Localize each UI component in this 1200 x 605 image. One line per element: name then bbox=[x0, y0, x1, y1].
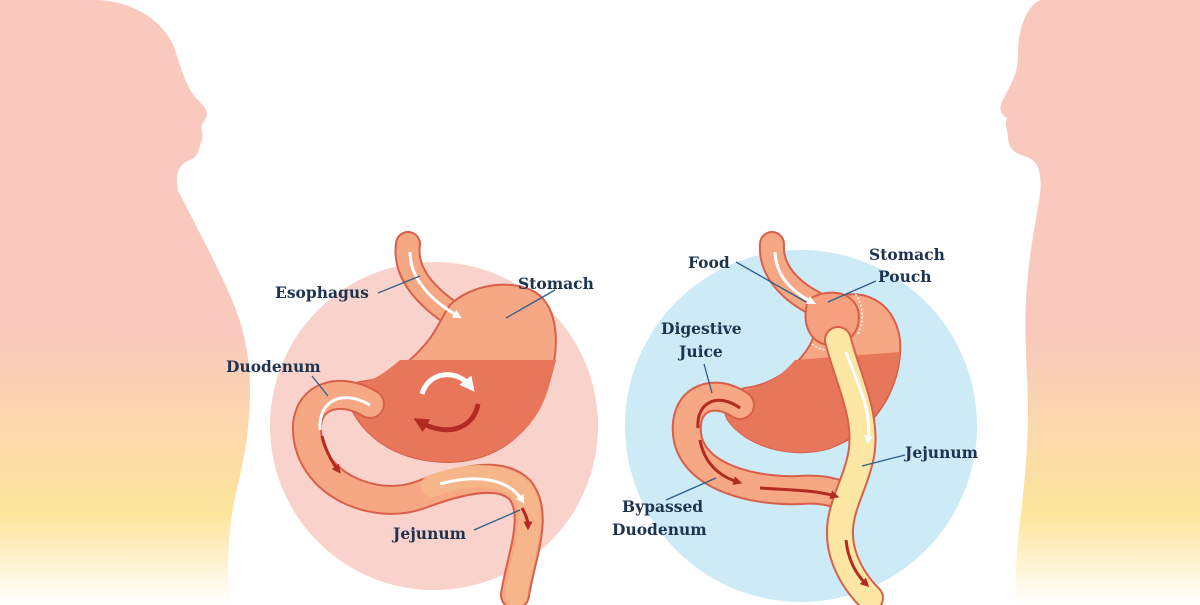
label-stomach-pouch-1: Stomach bbox=[869, 245, 945, 264]
bypass-anatomy bbox=[671, 231, 902, 605]
label-esophagus: Esophagus bbox=[275, 283, 369, 302]
label-jejunum-before: Jejunum bbox=[391, 524, 467, 543]
label-bypassed-2: Duodenum bbox=[612, 520, 707, 539]
label-digestive-2: Juice bbox=[677, 342, 723, 361]
label-food: Food bbox=[688, 253, 730, 272]
label-duodenum: Duodenum bbox=[226, 357, 321, 376]
jejunum-segment-before bbox=[421, 465, 541, 605]
normal-anatomy bbox=[292, 231, 557, 605]
leader-lines bbox=[311, 261, 906, 531]
label-jejunum-after: Jejunum bbox=[903, 443, 979, 462]
label-stomach: Stomach bbox=[518, 274, 594, 293]
label-digestive-1: Digestive bbox=[661, 319, 742, 338]
label-stomach-pouch-2: Pouch bbox=[878, 267, 932, 286]
silhouette-after bbox=[1000, 0, 1200, 605]
label-bypassed-1: Bypassed bbox=[622, 497, 703, 516]
silhouette-before bbox=[0, 0, 250, 605]
